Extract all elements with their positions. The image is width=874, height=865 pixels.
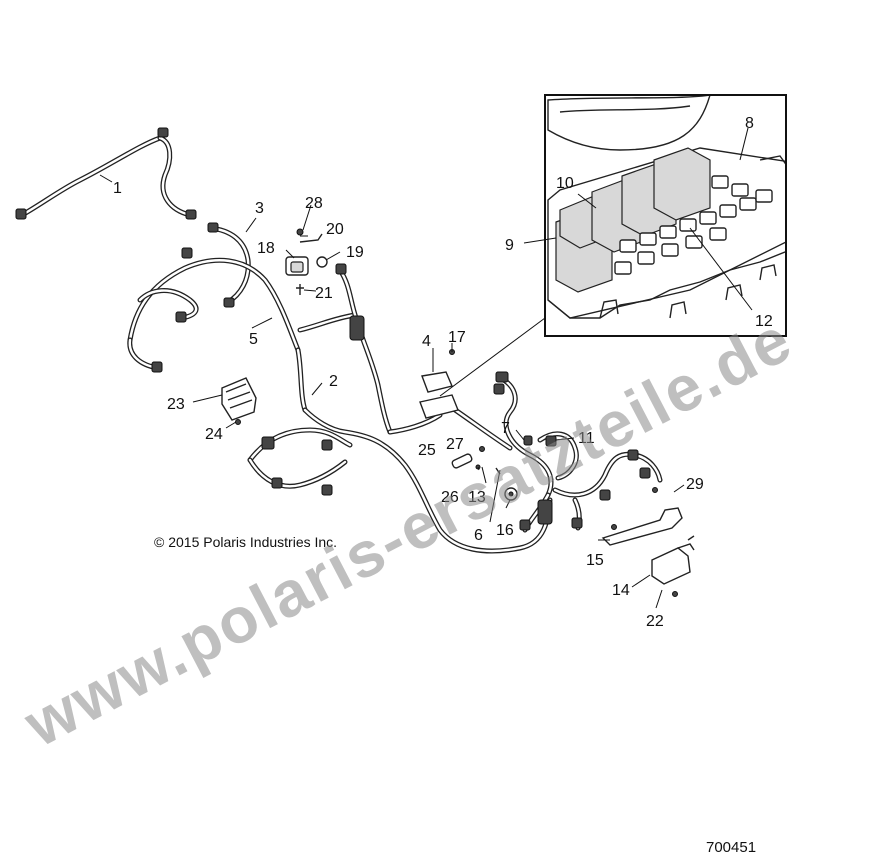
connector-7 [523,435,533,446]
callout-10: 10 [556,175,574,192]
callout-18: 18 [257,240,275,257]
screw-24 [235,419,241,425]
connector-r3 [519,519,531,531]
leader-lines [99,127,753,609]
connector-r4 [571,517,583,529]
callout-14: 14 [612,582,630,599]
connector-5c [335,263,347,275]
copyright-text: © 2015 Polaris Industries Inc. [154,534,337,550]
callout-4: 4 [422,333,431,350]
connector-5d [181,247,193,259]
connector-2d [271,477,283,489]
connector-11 [545,435,557,447]
callout-8: 8 [745,115,754,132]
connector-3a [207,222,219,233]
callout-12: 12 [755,313,773,330]
harness-1 [15,127,197,220]
callout-16: 16 [496,522,514,539]
callout-13: 13 [468,489,486,506]
part-27 [479,446,485,452]
fuse-25 [451,453,473,469]
screw-28 [296,228,304,236]
callout-9: 9 [505,237,514,254]
callout-24: 24 [205,426,223,443]
callout-22: 22 [646,613,664,630]
connector-block [349,315,365,341]
connector-2b [321,439,333,451]
connector-5b [151,361,163,373]
callout-25: 25 [418,442,436,459]
harness-right [445,371,663,533]
callout-5: 5 [249,331,258,348]
callout-11: 11 [578,430,595,447]
connector-2a [261,436,275,450]
connector-r1 [495,371,509,383]
callout-3: 3 [255,200,264,217]
callout-1: 1 [113,180,122,197]
callout-23: 23 [167,396,185,413]
connector-r7 [599,489,611,501]
bracket-15 [601,507,683,546]
harness-3-5 [127,222,393,435]
drawing-number: 700451 [706,839,756,856]
callout-labels: 1 2 3 4 5 6 7 8 9 10 11 12 13 14 15 16 1… [113,115,773,630]
connector-3b [223,297,235,308]
ecu-23 [221,377,257,421]
clip-19 [316,256,328,268]
callout-20: 20 [326,221,344,238]
callout-28: 28 [305,195,323,212]
callout-21: 21 [315,285,333,302]
connector-r6 [627,449,639,461]
connector-r2 [493,383,505,395]
relay-18 [285,256,309,276]
connector-1c [185,209,197,220]
connector-6 [537,499,553,525]
fuse-holder-4 [419,371,459,419]
callout-7: 7 [501,420,510,437]
callout-29: 29 [686,476,704,493]
connector-r5 [639,467,651,479]
callout-26: 26 [441,489,459,506]
connector-1a [157,127,169,138]
watermark-text: www.polaris-ersatzteile.de [12,302,803,760]
connector-5a [175,311,187,323]
connector-1b [15,208,27,220]
harness-2 [247,407,553,554]
callout-2: 2 [329,373,338,390]
connector-2c [321,484,333,496]
screw-22 [672,591,678,597]
callout-19: 19 [346,244,364,261]
clip-20 [299,233,323,243]
callout-6: 6 [474,527,483,544]
fuse-row [614,175,773,275]
callout-15: 15 [586,552,604,569]
screw-21 [296,284,304,295]
callout-17: 17 [448,329,466,346]
callout-27: 27 [446,436,464,453]
module-14 [651,543,695,585]
